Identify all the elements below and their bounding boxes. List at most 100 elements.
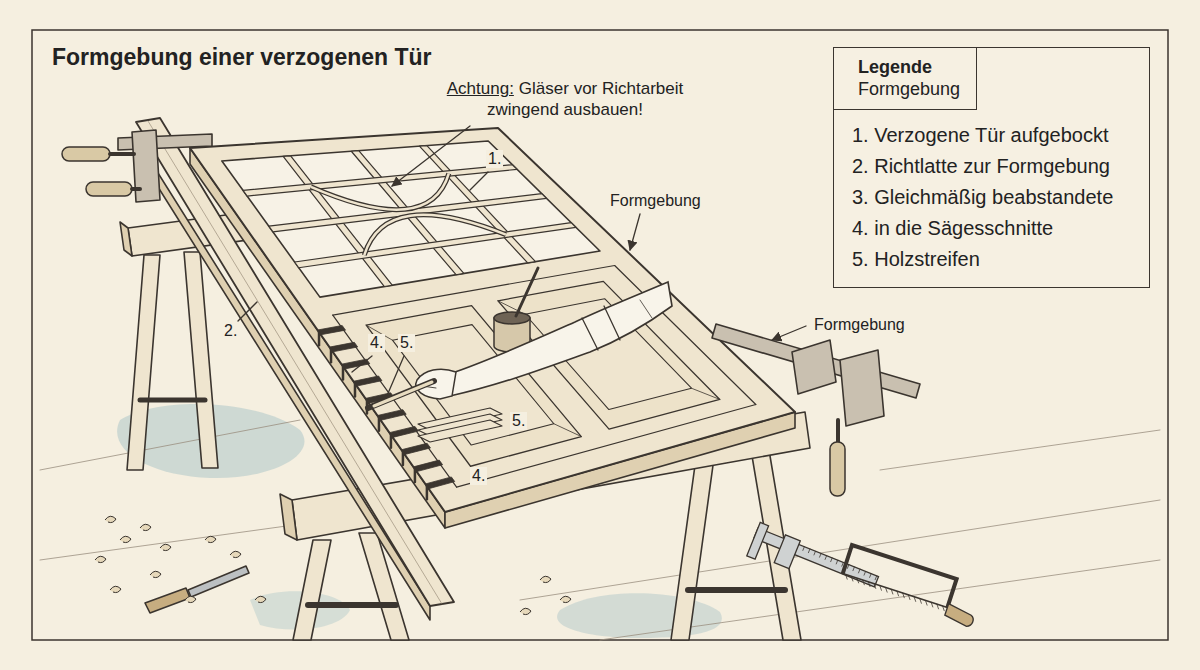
saw-tooth [913,597,917,602]
legend-box: 1. Verzogene Tür aufgebockt2. Richtlatte… [833,47,1150,288]
panel-bevel [691,388,719,399]
caliper-jaw [774,535,800,569]
sawhorse-leg [184,252,218,468]
saw-tooth [867,582,871,587]
leader-line [352,356,372,372]
caliper-tick [875,576,876,580]
caliper [747,522,881,604]
leader-line [772,326,806,340]
clamp-handle [830,442,845,496]
saw-tooth [919,599,923,604]
leader-line [386,356,404,398]
saw-cut-side [414,469,417,482]
sawhorse-brace [140,398,205,403]
wood-chip [140,524,151,530]
saw-cut [353,376,381,386]
callout-label: Formgebung [812,316,907,334]
sawhorse-brace [688,587,785,593]
floor-line [880,430,1160,470]
sawhorse-brace [308,602,396,608]
sawhorse-leg [127,255,160,470]
wood-chips [95,516,571,614]
saw-cut [389,426,418,437]
saw-cut-side [402,452,405,465]
caliper-bar [754,528,879,587]
saw-cut [401,443,430,454]
clamp-left [62,130,212,202]
floor-line [40,420,300,470]
saw-cut-side [354,384,357,397]
caliper-tick [842,562,843,566]
saw-tooth [936,604,940,609]
glazing-arc [364,215,506,255]
wood-strip [418,420,502,442]
wash [557,593,722,638]
callout-number: 2. [222,322,239,340]
panel-bevel [554,424,581,437]
caliper-tick [864,571,865,575]
sawhorse-leg [293,540,331,640]
wood-chip [230,551,241,557]
warning-text: Gläser vor Richtarbeit zwingend ausbauen… [487,79,683,119]
saw-cut-side [318,332,321,345]
callout-number: 4. [368,334,385,352]
wood-chip [560,596,571,602]
glazing-arc [311,173,449,209]
clamp-jaw [792,340,836,394]
straightedge [136,118,454,620]
wood-chip [255,596,266,602]
caliper-tick [814,551,815,555]
wood-chip [160,544,171,550]
saw-tooth [884,587,888,592]
caliper-jaw [747,522,769,559]
wood-chip [150,571,161,577]
glazing-arc [364,215,506,255]
caliper-tick [820,553,821,557]
cuff-line [604,306,620,340]
saw-cut-side [378,418,381,431]
saw-cut [329,342,357,352]
node-texts: LegendeFormgebung [858,56,960,100]
pot-rim [494,312,530,324]
saw-tooth [901,593,905,598]
muntin [295,223,576,268]
caliper-tick [847,565,848,569]
legend-subheading: Formgebung [858,78,960,100]
leader-line [470,172,488,190]
clamp-screw [110,152,134,156]
clamp-screw [132,187,140,191]
callout-number: 5. [398,334,415,352]
saw-tooth [930,602,934,607]
brush [516,268,538,316]
callout-number: 1. [486,150,503,168]
clamp-handle [86,182,132,196]
chisel [145,566,249,613]
wood-chip [105,516,116,522]
saw-frame [843,545,957,608]
callout-number: 4. [470,467,487,485]
caliper-tick [831,558,832,562]
wood-chip [110,586,121,592]
sawhorse-leg [671,458,714,640]
wood-chip [95,556,106,562]
caliper-tick [836,560,837,564]
leader-line [630,214,640,250]
warning-note: Achtung:Gläser vor Richtarbeit zwingend … [420,78,710,120]
chisel-blade [188,566,249,597]
saw-tooth [861,580,865,585]
saw-tooth [844,574,848,579]
saw-cut [425,477,454,489]
glass-opening [222,141,600,297]
pencil-core [374,382,432,406]
wood-strips [418,408,502,442]
muntin [269,194,547,232]
saw-tooth [941,606,945,611]
leader-line [238,302,257,321]
wood-chip [520,608,531,614]
legend-tab: LegendeFormgebung [834,48,977,110]
caliper-tick [870,574,871,578]
saw-cut-side [330,349,333,362]
callout-label: Formgebung [608,192,703,210]
legend-item: 1. Verzogene Tür aufgebockt [852,120,1135,151]
caliper-tick [803,547,804,551]
